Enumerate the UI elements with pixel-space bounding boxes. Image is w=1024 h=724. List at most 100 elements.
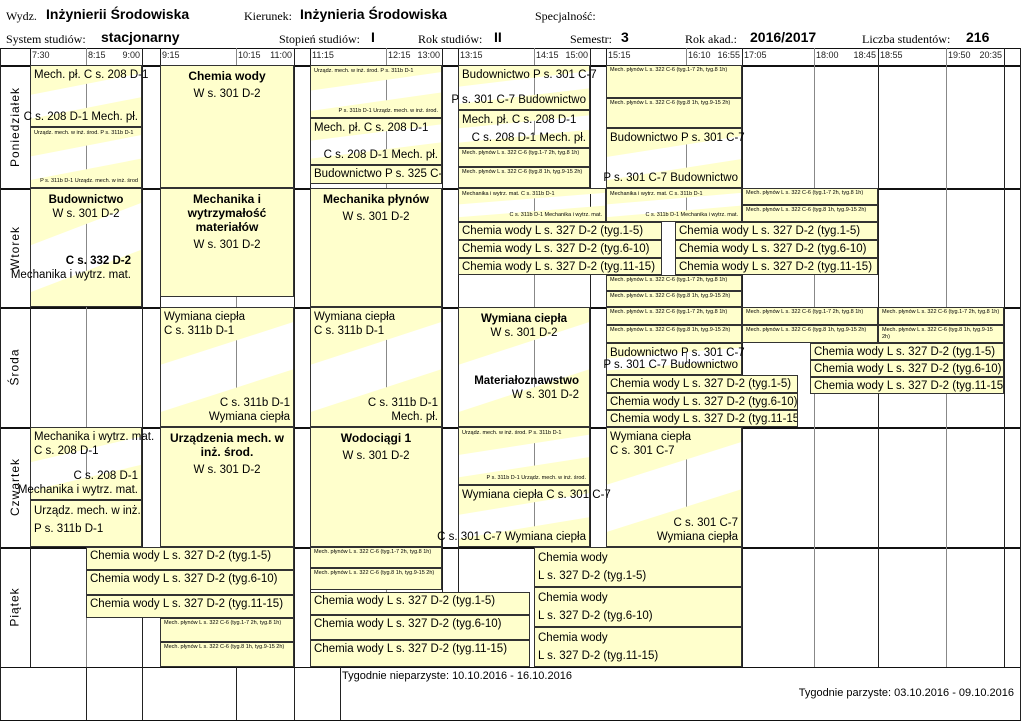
class-block[interactable]: Chemia wody L s. 327 D-2 (tyg.6-10) — [458, 240, 662, 258]
class-text: Chemia wody L s. 327 D-2 (tyg.11-15) — [679, 261, 873, 273]
stopien-label: Stopień studiów: — [279, 32, 361, 46]
lower-class-text: C s. 311b D-1 Mechanika i wytrz. mat. — [645, 212, 738, 219]
class-text: Chemia wody L s. 327 D-2 (tyg.1-5) — [314, 595, 496, 607]
class-block[interactable]: Budownictwo P s. 325 C-6 — [310, 165, 442, 184]
class-block[interactable]: Mech. płynów L s. 322 C-6 (tyg.8 1h, tyg… — [742, 325, 878, 343]
class-line: Mechanika i wytrz. mat. — [10, 269, 131, 281]
class-block-split[interactable]: Mechanika i wytrz. mat. C s. 311b D-1 C s… — [458, 188, 606, 222]
class-block[interactable]: Chemia wody L s. 327 D-2 (tyg.1-5) — [606, 375, 798, 393]
class-block-split[interactable]: Urządz. mech. w inż. środ. P s. 311b D-1… — [30, 127, 142, 188]
class-block[interactable]: Mech. płynów L s. 322 C-6 (tyg.8 1h, tyg… — [160, 642, 294, 667]
class-block[interactable]: Mech. płynów L s. 322 C-6 (tyg.8 1h, tyg… — [458, 167, 590, 188]
upper-class-text: Urządz. mech. w inż. środ. P s. 311b D-1 — [314, 68, 413, 75]
class-block-split[interactable]: Budownictwo P s. 301 C-7 P s. 301 C-7 Bud… — [451, 65, 597, 110]
class-block[interactable]: Mech. płynów L s. 322 C-6 (tyg.8 1h, tyg… — [606, 98, 742, 128]
class-line: C s. 208 D-1 Mech. pł. — [323, 149, 438, 161]
class-block-split[interactable]: Urządz. mech. w inż. środ. P s. 311b D-1… — [310, 65, 442, 118]
class-block[interactable]: Chemia wody L s. 327 D-2 (tyg.6-10) — [606, 393, 798, 410]
class-block[interactable]: Mech. płynów L s. 322 C-6 (tyg.1-7 2h, t… — [606, 275, 742, 291]
class-line: C s. 208 D-1 Mech. pł. — [23, 111, 138, 123]
class-block[interactable]: Chemia wody L s. 327 D-2 (tyg.6-10) — [310, 615, 530, 640]
day-name: Środa — [8, 348, 22, 386]
time-header-cell: 15:15 — [606, 50, 686, 64]
liczba-label: Liczba studentów: — [862, 32, 951, 46]
class-line: Wymiana ciepła C s. 301 C-7 — [462, 489, 611, 501]
class-block[interactable]: Chemia wody L s. 327 D-2 (tyg.11-15) — [606, 410, 798, 427]
class-block[interactable]: Urządzenia mech. w inż. środ.W s. 301 D-… — [160, 427, 294, 547]
class-block[interactable]: Chemia wody L s. 327 D-2 (tyg.6-10) — [675, 240, 878, 258]
class-block[interactable]: Chemia wody L s. 327 D-2 (tyg.6-10) — [810, 360, 1004, 377]
wydz-label: Wydz. — [6, 9, 37, 23]
time-header-cell: 7:30 — [30, 50, 86, 64]
class-block[interactable]: Mech. płynów L s. 322 C-6 (tyg.1-7 2h, t… — [458, 148, 590, 167]
time-start-label: 16:10 — [688, 50, 711, 60]
column-divider — [294, 48, 295, 667]
class-block[interactable]: Chemia wody L s. 327 D-2 (tyg.6-10) — [86, 570, 294, 595]
class-block[interactable]: Mech. płynów L s. 322 C-6 (tyg.1-7 2h, t… — [742, 188, 878, 205]
lower-class-text: P s. 301 C-7 Budownictwo — [603, 171, 738, 185]
class-block[interactable]: Mech. płynów L s. 322 C-6 (tyg.1-7 2h, t… — [310, 547, 442, 568]
rok-akad-value: 2016/2017 — [750, 29, 817, 45]
class-text: Mech. płynów L s. 322 C-6 (tyg.8 1h, tyg… — [746, 207, 867, 213]
class-block[interactable]: Mech. płynów L s. 322 C-6 (tyg.1-7 2h, t… — [878, 307, 1004, 325]
class-block[interactable]: Chemia wody L s. 327 D-2 (tyg.1-5) — [675, 222, 878, 240]
class-line: Budownictwo P s. 301 C-7 — [462, 69, 597, 81]
class-block[interactable]: Mech. płynów L s. 322 C-6 (tyg.1-7 2h, t… — [606, 65, 742, 98]
time-end-label: 13:00 — [417, 50, 440, 60]
class-text: Mech. płynów L s. 322 C-6 (tyg.1-7 2h, t… — [882, 309, 1000, 315]
class-block[interactable]: Chemia wody L s. 327 D-2 (tyg.11-15) — [458, 258, 662, 275]
class-text: Chemia wody L s. 327 D-2 (tyg.1-5) — [679, 225, 861, 237]
class-block[interactable]: Mech. płynów L s. 322 C-6 (tyg.8 1h, tyg… — [606, 291, 742, 307]
class-block-split[interactable]: Urządz. mech. w inż. środ. P s. 311b D-1… — [458, 427, 590, 485]
class-block[interactable]: Mech. płynów L s. 322 C-6 (tyg.1-7 2h, t… — [742, 307, 878, 325]
class-block[interactable]: Mech. płynów L s. 322 C-6 (tyg.8 1h, tyg… — [742, 205, 878, 222]
class-block[interactable]: Mech. płynów L s. 322 C-6 (tyg.8 1h, tyg… — [878, 325, 1004, 343]
class-line: P s. 301 C-7 Budownictwo — [451, 94, 586, 106]
class-block[interactable]: Chemia wody L s. 327 D-2 (tyg.1-5) — [458, 222, 662, 240]
class-block-split[interactable]: Budownictwo P s. 301 C-7 P s. 301 C-7 Bud… — [603, 128, 745, 188]
class-block[interactable]: Chemia wody L s. 327 D-2 (tyg.1-5) — [310, 592, 530, 615]
class-block[interactable]: Chemia wody L s. 327 D-2 (tyg.11-15) — [86, 595, 294, 618]
class-title: Chemia wody — [188, 69, 266, 83]
class-block[interactable]: Mech. płynów L s. 322 C-6 (tyg.1-7 2h, t… — [160, 618, 294, 642]
class-block[interactable]: Mech. płynów L s. 322 C-6 (tyg.8 1h, tyg… — [310, 568, 442, 590]
class-block[interactable]: Chemia wody L s. 327 D-2 (tyg.11-15) — [310, 640, 530, 667]
day-label: Poniedziałek — [0, 65, 30, 188]
class-block[interactable]: Chemia wody L s. 327 D-2 (tyg.11-15) — [810, 377, 1004, 394]
class-block[interactable]: Chemia wody L s. 327 D-2 (tyg.1-5) — [86, 547, 294, 570]
footer-divider — [236, 667, 237, 720]
class-block[interactable]: Mech. płynów L s. 322 C-6 (tyg.1-7 2h, t… — [606, 307, 742, 325]
class-block[interactable]: Urządz. mech. w inż. środ.P s. 311b D-1 — [30, 500, 142, 547]
class-block[interactable]: Mech. płynów L s. 322 C-6 (tyg.8 1h, tyg… — [606, 325, 742, 343]
time-end-label: 9:00 — [122, 50, 140, 60]
class-line: C s. 311b D-1 Mechanika i wytrz. mat. — [509, 212, 602, 218]
upper-class-text: Mechanika i wytrz. mat. C s. 311b D-1 — [462, 191, 555, 198]
class-title: Mechanika i wytrzymałość materiałów — [187, 192, 267, 234]
upper-class-text: Budownictwo P s. 301 C-7 — [610, 346, 745, 360]
lower-class-text: C s. 311b D-1 Mechanika i wytrz. mat. — [509, 212, 602, 219]
class-block[interactable]: Chemia wody L s. 327 D-2 (tyg.11-15) — [675, 258, 878, 275]
class-line: Budownictwo P s. 301 C-7 — [610, 132, 745, 144]
class-block[interactable]: Chemia wody L s. 327 D-2 (tyg.1-5) — [810, 343, 1004, 360]
